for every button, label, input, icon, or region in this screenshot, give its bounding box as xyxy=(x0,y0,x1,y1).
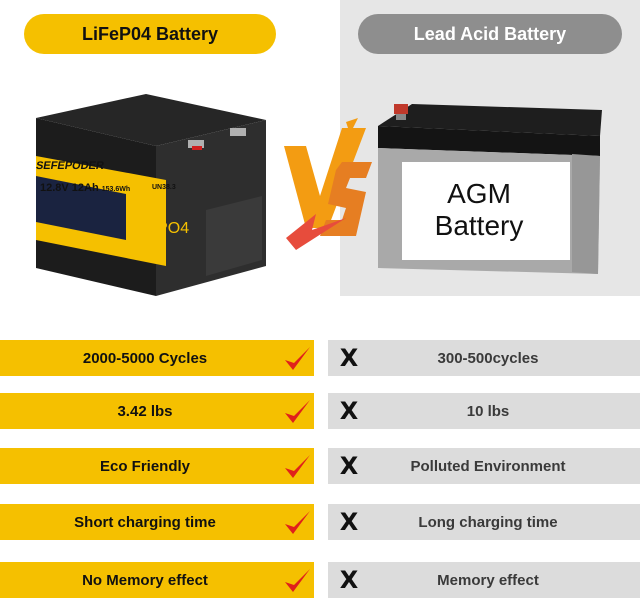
lifepo4-feature-cell: No Memory effect xyxy=(0,562,314,598)
vs-graphic xyxy=(284,118,372,250)
lead-acid-feature-cell: X Memory effect xyxy=(328,562,640,598)
lifepo4-feature-text: Eco Friendly xyxy=(99,457,191,475)
lifepo4-feature-cell: 3.42 lbs xyxy=(0,393,314,429)
check-icon xyxy=(285,511,310,534)
lead-acid-feature-text: 300-500cycles xyxy=(437,349,539,367)
lead-acid-feature-text: Memory effect xyxy=(437,571,539,589)
agm-battery-label: AGM Battery xyxy=(434,178,524,241)
lifepo4-feature-cell: Eco Friendly xyxy=(0,448,314,484)
lifepo4-cert: UN38.3 xyxy=(152,184,176,191)
lead-acid-feature-cell: X Polluted Environment xyxy=(328,448,640,484)
lifepo4-feature-text: 3.42 lbs xyxy=(117,402,173,420)
cross-icon: X xyxy=(339,508,359,536)
comparison-row: No Memory effect X Memory effect xyxy=(0,562,640,598)
lifepo4-title: LiFeP04 Battery xyxy=(24,14,276,54)
lead-acid-feature-text: Polluted Environment xyxy=(410,457,566,475)
comparison-row: 2000-5000 Cycles X 300-500cycles xyxy=(0,340,640,376)
check-icon xyxy=(285,347,310,370)
lead-acid-feature-text: Long charging time xyxy=(418,513,558,531)
cross-icon: X xyxy=(339,452,359,480)
cross-icon: X xyxy=(339,344,359,372)
lifepo4-feature-text: No Memory effect xyxy=(82,571,208,589)
lifepo4-feature-text: 2000-5000 Cycles xyxy=(82,349,208,367)
lifepo4-chemistry: LiFePO4 xyxy=(126,220,190,237)
lead-acid-feature-cell: X Long charging time xyxy=(328,504,640,540)
lead-acid-title: Lead Acid Battery xyxy=(358,14,622,54)
lifepo4-brand: SEFEPODER xyxy=(34,160,105,172)
agm-battery-image xyxy=(378,104,602,274)
check-icon xyxy=(285,455,310,478)
comparison-row: Short charging time X Long charging time xyxy=(0,504,640,540)
comparison-row: 3.42 lbs X 10 lbs xyxy=(0,393,640,429)
lead-acid-feature-cell: X 10 lbs xyxy=(328,393,640,429)
cross-icon: X xyxy=(339,566,359,594)
check-icon xyxy=(285,569,310,592)
lead-acid-feature-text: 10 lbs xyxy=(466,402,510,420)
lifepo4-feature-text: Short charging time xyxy=(74,513,216,531)
lifepo4-feature-cell: Short charging time xyxy=(0,504,314,540)
cross-icon: X xyxy=(339,397,359,425)
lifepo4-feature-cell: 2000-5000 Cycles xyxy=(0,340,314,376)
comparison-row: Eco Friendly X Polluted Environment xyxy=(0,448,640,484)
lifepo4-spec: 12.8V 12Ah 153.6Wh xyxy=(40,182,131,194)
lead-acid-feature-cell: X 300-500cycles xyxy=(328,340,640,376)
lifepo4-battery-image xyxy=(36,94,266,296)
check-icon xyxy=(285,400,310,423)
